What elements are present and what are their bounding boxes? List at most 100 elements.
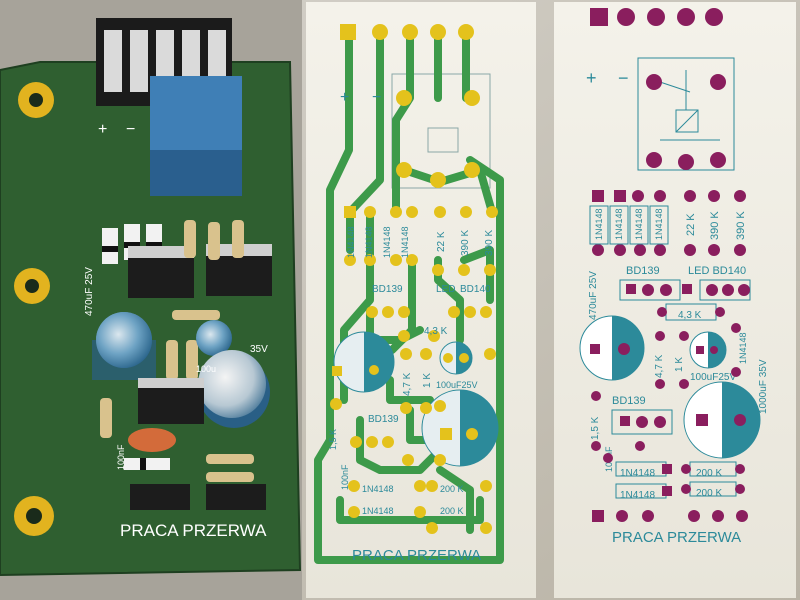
pad: [434, 206, 446, 218]
cap-470-label: 470uF 25V: [84, 267, 95, 316]
pad-square: [662, 464, 672, 474]
pad: [430, 24, 446, 40]
pad: [390, 206, 402, 218]
pad: [592, 244, 604, 256]
resistor: [206, 454, 254, 464]
resistor: [172, 310, 220, 320]
cap-100u-label: 100u: [196, 364, 216, 374]
diode-label: 1N4148: [346, 226, 356, 258]
trace: [356, 416, 444, 474]
diode-label: 1N4148: [654, 208, 664, 240]
trace: [336, 496, 484, 524]
resistor: [208, 222, 220, 260]
pad-square: [662, 486, 672, 496]
silk-capacitors: [579, 315, 761, 459]
pad: [734, 190, 746, 202]
pad: [655, 379, 665, 389]
pad: [430, 172, 446, 188]
pad: [348, 506, 360, 518]
pad: [734, 414, 746, 426]
pad: [402, 454, 414, 466]
pad: [677, 8, 695, 26]
resistor: [206, 472, 254, 482]
silk-transistors: [619, 279, 751, 389]
pad: [480, 306, 492, 318]
mount-hole-center: [29, 93, 43, 107]
silk-bottom: [591, 391, 748, 522]
pad: [396, 162, 412, 178]
pad-square: [592, 190, 604, 202]
relay-coil: [675, 109, 699, 133]
terminal-screw: [130, 30, 148, 92]
pad: [486, 206, 498, 218]
pad: [705, 8, 723, 26]
plus-label: +: [340, 89, 349, 106]
board-title: PRACA PRZERWA: [612, 529, 741, 546]
pad: [646, 74, 662, 90]
pad: [480, 522, 492, 534]
transistor-label: BD139: [372, 284, 403, 295]
pad: [400, 402, 412, 414]
pad: [634, 244, 646, 256]
pad: [679, 331, 689, 341]
diode-band: [102, 246, 118, 252]
pad: [428, 330, 440, 342]
relay-symbol: [637, 57, 735, 171]
transistor-label: BD139: [612, 395, 646, 407]
resistor: [186, 340, 198, 380]
pad: [647, 8, 665, 26]
resistor-label: 22 K: [685, 213, 697, 236]
diode-band: [140, 458, 146, 470]
pad: [344, 254, 356, 266]
pad: [654, 244, 666, 256]
resistor-label: 4,7 K: [402, 372, 413, 396]
board-title: PRACA PRZERWA: [352, 547, 481, 564]
pad: [642, 510, 654, 522]
diode-outline: [629, 205, 649, 245]
pad: [406, 206, 418, 218]
pad-square: [340, 24, 356, 40]
pad: [466, 428, 478, 440]
pad: [735, 484, 745, 494]
transistor-tab: [138, 378, 204, 388]
transistor-label: BD139: [626, 265, 660, 277]
pad-square: [332, 366, 342, 376]
transistor-label: BD140: [460, 284, 491, 295]
pad: [710, 346, 718, 354]
pad: [710, 152, 726, 168]
pad: [636, 416, 648, 428]
pad: [688, 510, 700, 522]
mount-hole-center: [26, 508, 42, 524]
pad: [426, 480, 438, 492]
pad: [350, 436, 362, 448]
resistor: [100, 398, 112, 438]
pad: [434, 400, 446, 412]
pad: [382, 436, 394, 448]
pad: [420, 348, 432, 360]
cap-label: 100uF25V: [690, 372, 736, 383]
pad: [400, 348, 412, 360]
capacitor-470uf-top: [96, 312, 152, 368]
resistor-label: 1 K: [674, 357, 685, 372]
cap-polarity: [364, 332, 394, 392]
mounting-holes: [14, 82, 54, 536]
resistor-label: 390 K: [460, 230, 471, 256]
transistor-bottom: [124, 378, 266, 510]
ic-block: [130, 484, 190, 510]
diode-label: 1N4148: [594, 208, 604, 240]
pad-square: [682, 284, 692, 294]
trace: [400, 166, 496, 216]
pad: [678, 154, 694, 170]
diode-band: [124, 242, 140, 248]
pad: [364, 206, 376, 218]
pad: [657, 307, 667, 317]
pad: [614, 244, 626, 256]
pad: [458, 264, 470, 276]
trace: [460, 246, 494, 304]
pad: [382, 306, 394, 318]
pad-square: [592, 510, 604, 522]
pad: [480, 480, 492, 492]
pads: [330, 24, 498, 534]
diode-outline: [649, 205, 669, 245]
